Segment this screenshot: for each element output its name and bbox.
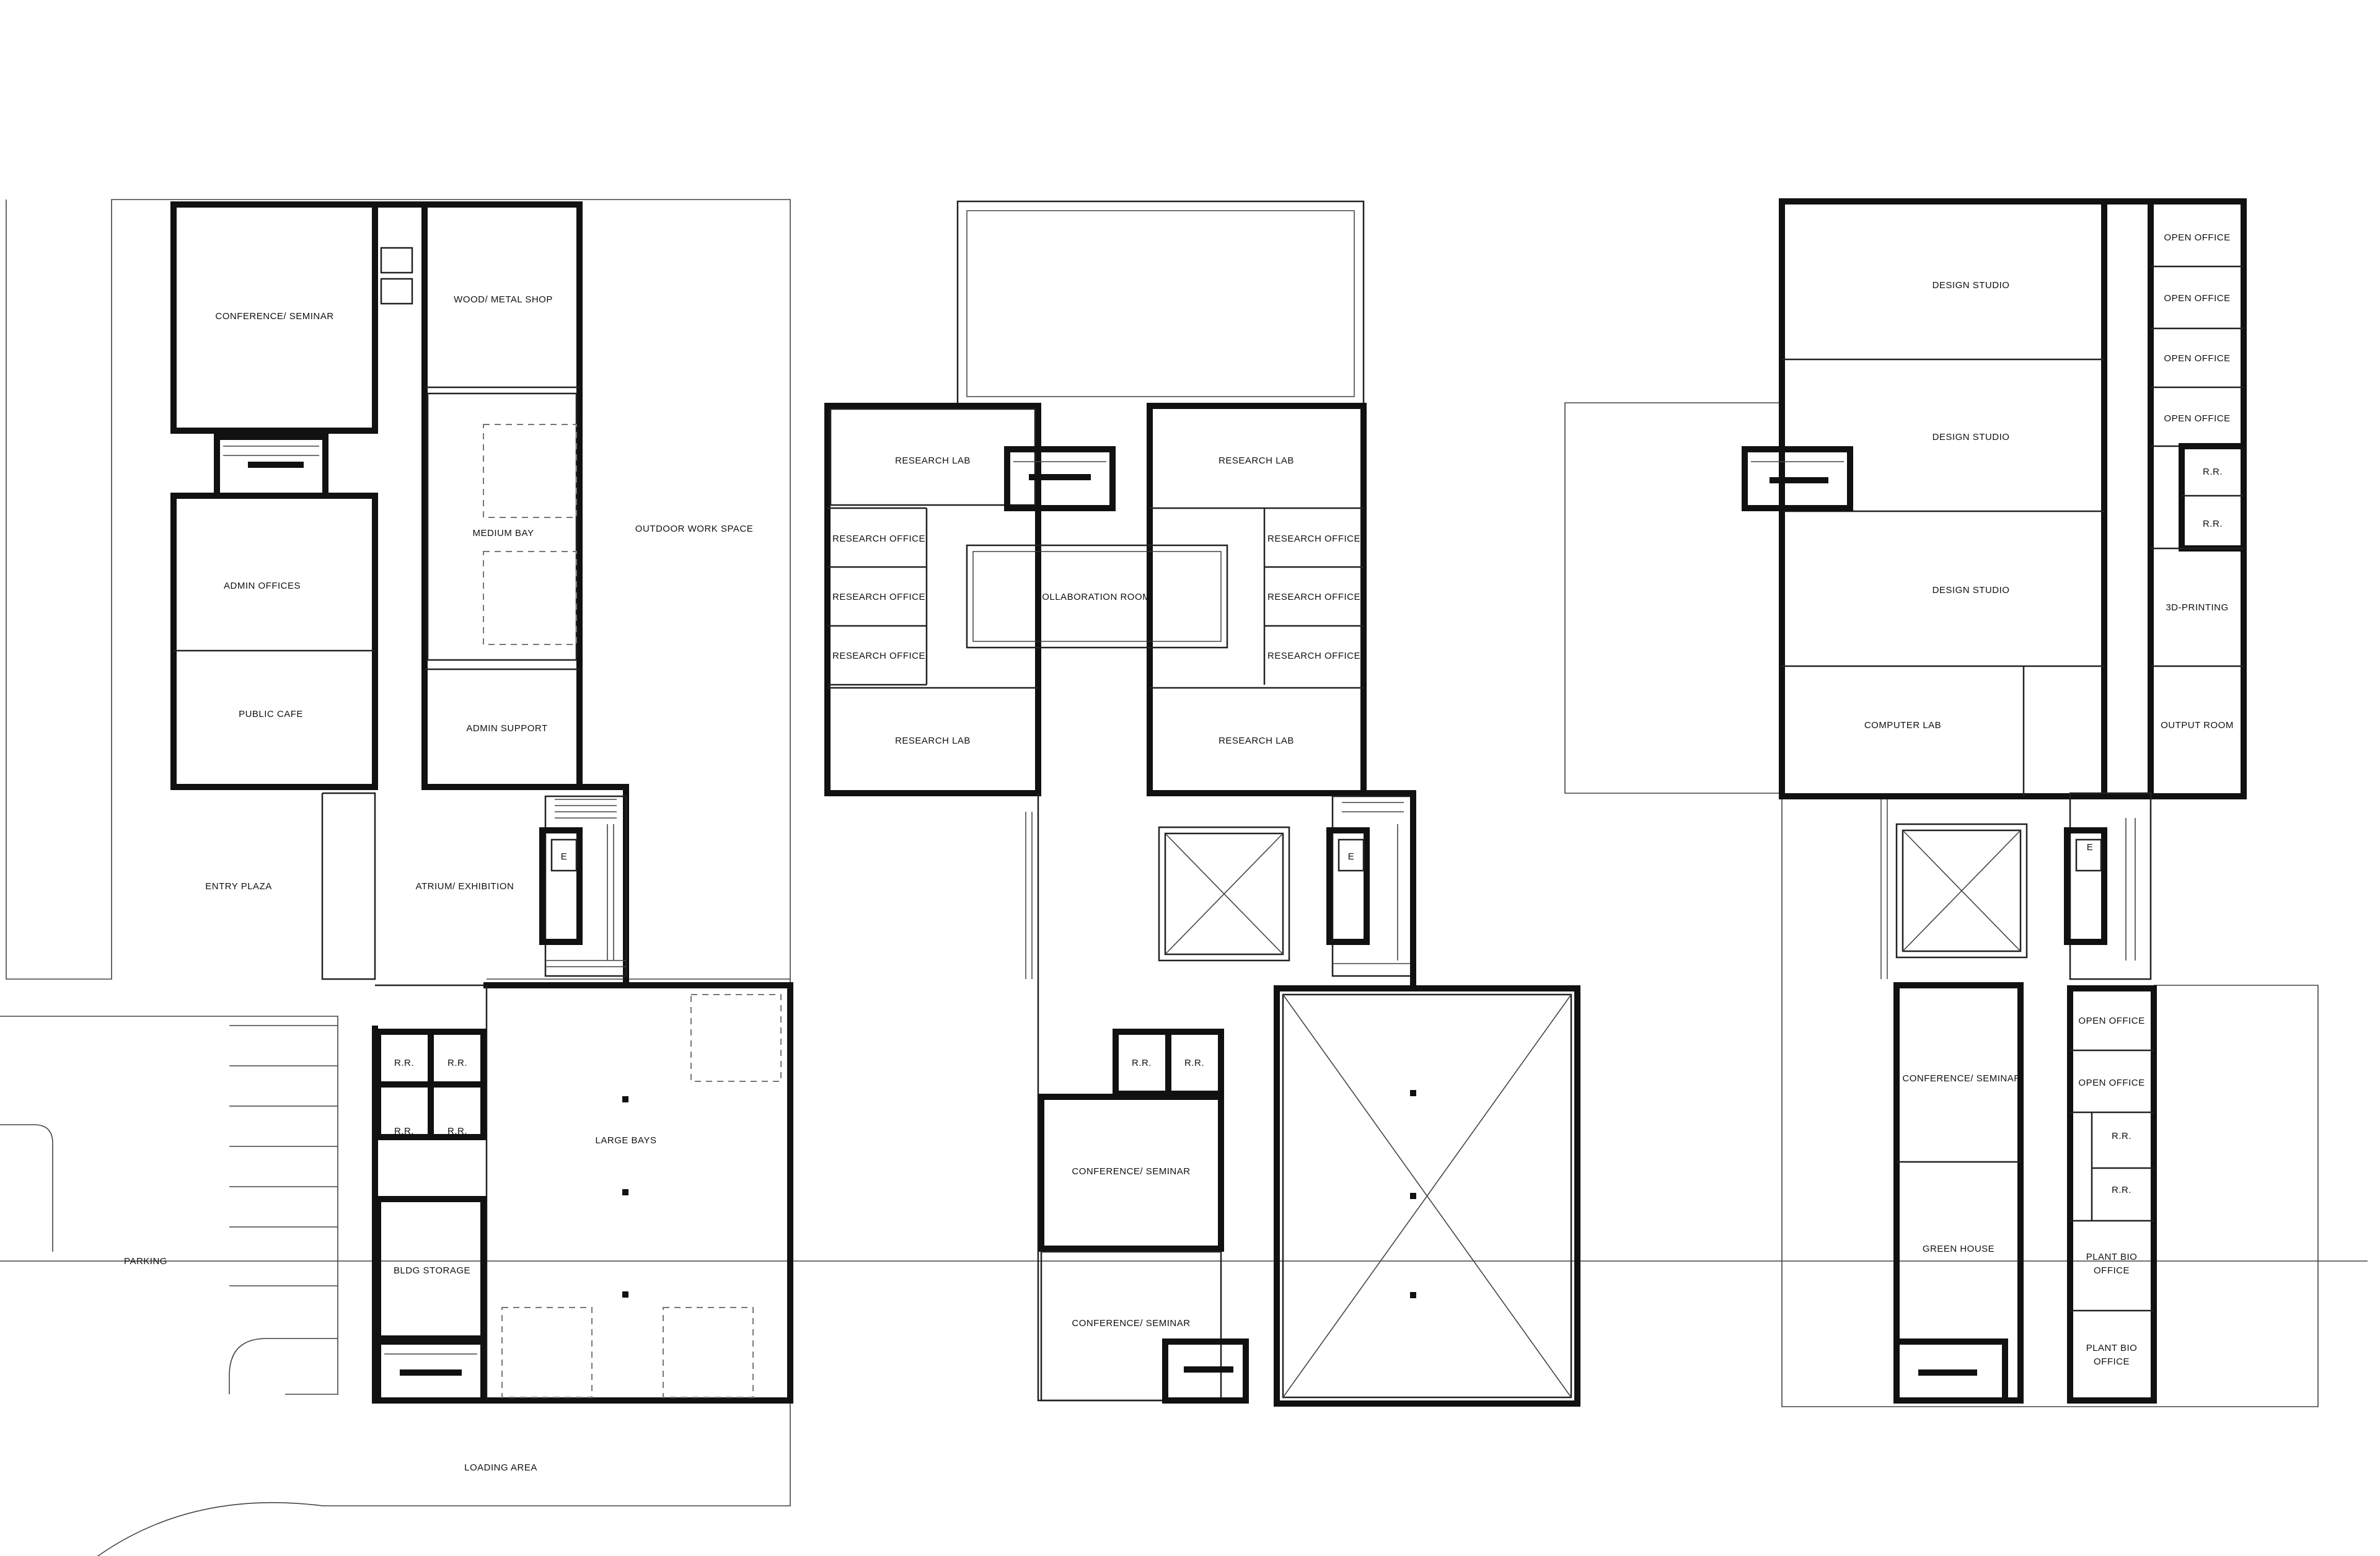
label-open-office: OPEN OFFICE — [2078, 1016, 2144, 1026]
label-conference-seminar: CONFERENCE/ SEMINAR — [1902, 1073, 2021, 1084]
label-green-house: GREEN HOUSE — [1923, 1244, 1994, 1254]
label-research-office: RESEARCH OFFICE — [1267, 592, 1360, 602]
label-admin-support: ADMIN SUPPORT — [466, 723, 547, 734]
label-restroom: R.R. — [2112, 1185, 2131, 1195]
label-outdoor-work-space: OUTDOOR WORK SPACE — [635, 524, 753, 534]
label-open-office: OPEN OFFICE — [2164, 232, 2230, 243]
label-entry-plaza: ENTRY PLAZA — [205, 881, 271, 892]
label-conference-seminar: CONFERENCE/ SEMINAR — [215, 311, 333, 322]
label-research-office: RESEARCH OFFICE — [832, 534, 925, 544]
label-open-office: OPEN OFFICE — [2078, 1078, 2144, 1088]
label-computer-lab: COMPUTER LAB — [1864, 720, 1941, 731]
floor-3-labels: DESIGN STUDIO DESIGN STUDIO DESIGN STUDI… — [1864, 232, 2234, 1367]
label-restroom: R.R. — [2203, 519, 2223, 529]
label-public-cafe: PUBLIC CAFE — [239, 709, 303, 719]
floor-3-plan — [1564, 198, 2319, 1407]
label-design-studio: DESIGN STUDIO — [1933, 585, 2010, 596]
label-open-office: OPEN OFFICE — [2164, 413, 2230, 424]
floor-1-labels: CONFERENCE/ SEMINAR WOOD/ METAL SHOP MED… — [124, 294, 753, 1473]
label-restroom: R.R. — [394, 1126, 414, 1136]
label-restroom: R.R. — [447, 1058, 467, 1068]
label-plant-bio-office: PLANT BIO — [2086, 1343, 2138, 1353]
label-plant-bio-office: OFFICE — [2094, 1356, 2130, 1367]
label-admin-offices: ADMIN OFFICES — [224, 581, 301, 591]
label-3d-printing: 3D-PRINTING — [2166, 602, 2228, 613]
label-research-lab: RESEARCH LAB — [895, 736, 971, 746]
label-restroom: R.R. — [2203, 467, 2223, 477]
label-research-office: RESEARCH OFFICE — [1267, 534, 1360, 544]
label-research-lab: RESEARCH LAB — [895, 455, 971, 466]
label-design-studio: DESIGN STUDIO — [1933, 432, 2010, 442]
label-plant-bio-office: PLANT BIO — [2086, 1252, 2138, 1262]
label-elevator: E — [561, 851, 568, 862]
floor-1-plan — [170, 201, 793, 1404]
label-research-office: RESEARCH OFFICE — [832, 651, 925, 661]
label-parking: PARKING — [124, 1256, 167, 1267]
floor-2-labels: RESEARCH LAB RESEARCH LAB RESEARCH OFFIC… — [832, 455, 1360, 1329]
label-design-studio: DESIGN STUDIO — [1933, 280, 2010, 291]
label-restroom: R.R. — [1132, 1058, 1152, 1068]
label-wood-metal-shop: WOOD/ METAL SHOP — [454, 294, 553, 305]
label-collaboration-room: COLLABORATION ROOM — [1035, 592, 1150, 602]
label-output-room: OUTPUT ROOM — [2161, 720, 2234, 731]
label-restroom: R.R. — [1184, 1058, 1204, 1068]
label-elevator: E — [1348, 851, 1355, 862]
floor-2-plan — [824, 200, 1580, 1407]
label-loading-area: LOADING AREA — [464, 1462, 537, 1473]
label-large-bays: LARGE BAYS — [596, 1135, 657, 1146]
label-medium-bay: MEDIUM BAY — [473, 528, 534, 538]
label-bldg-storage: BLDG STORAGE — [394, 1265, 470, 1276]
label-elevator: E — [2087, 842, 2094, 853]
label-restroom: R.R. — [447, 1126, 467, 1136]
label-atrium-exhibition: ATRIUM/ EXHIBITION — [416, 881, 514, 892]
label-research-office: RESEARCH OFFICE — [832, 592, 925, 602]
label-restroom: R.R. — [2112, 1131, 2131, 1141]
label-research-lab: RESEARCH LAB — [1219, 455, 1294, 466]
label-open-office: OPEN OFFICE — [2164, 293, 2230, 304]
label-conference-seminar: CONFERENCE/ SEMINAR — [1072, 1318, 1190, 1329]
label-conference-seminar: CONFERENCE/ SEMINAR — [1072, 1166, 1190, 1177]
label-research-lab: RESEARCH LAB — [1219, 736, 1294, 746]
label-restroom: R.R. — [394, 1058, 414, 1068]
label-open-office: OPEN OFFICE — [2164, 353, 2230, 364]
label-plant-bio-office: OFFICE — [2094, 1265, 2130, 1276]
label-research-office: RESEARCH OFFICE — [1267, 651, 1360, 661]
